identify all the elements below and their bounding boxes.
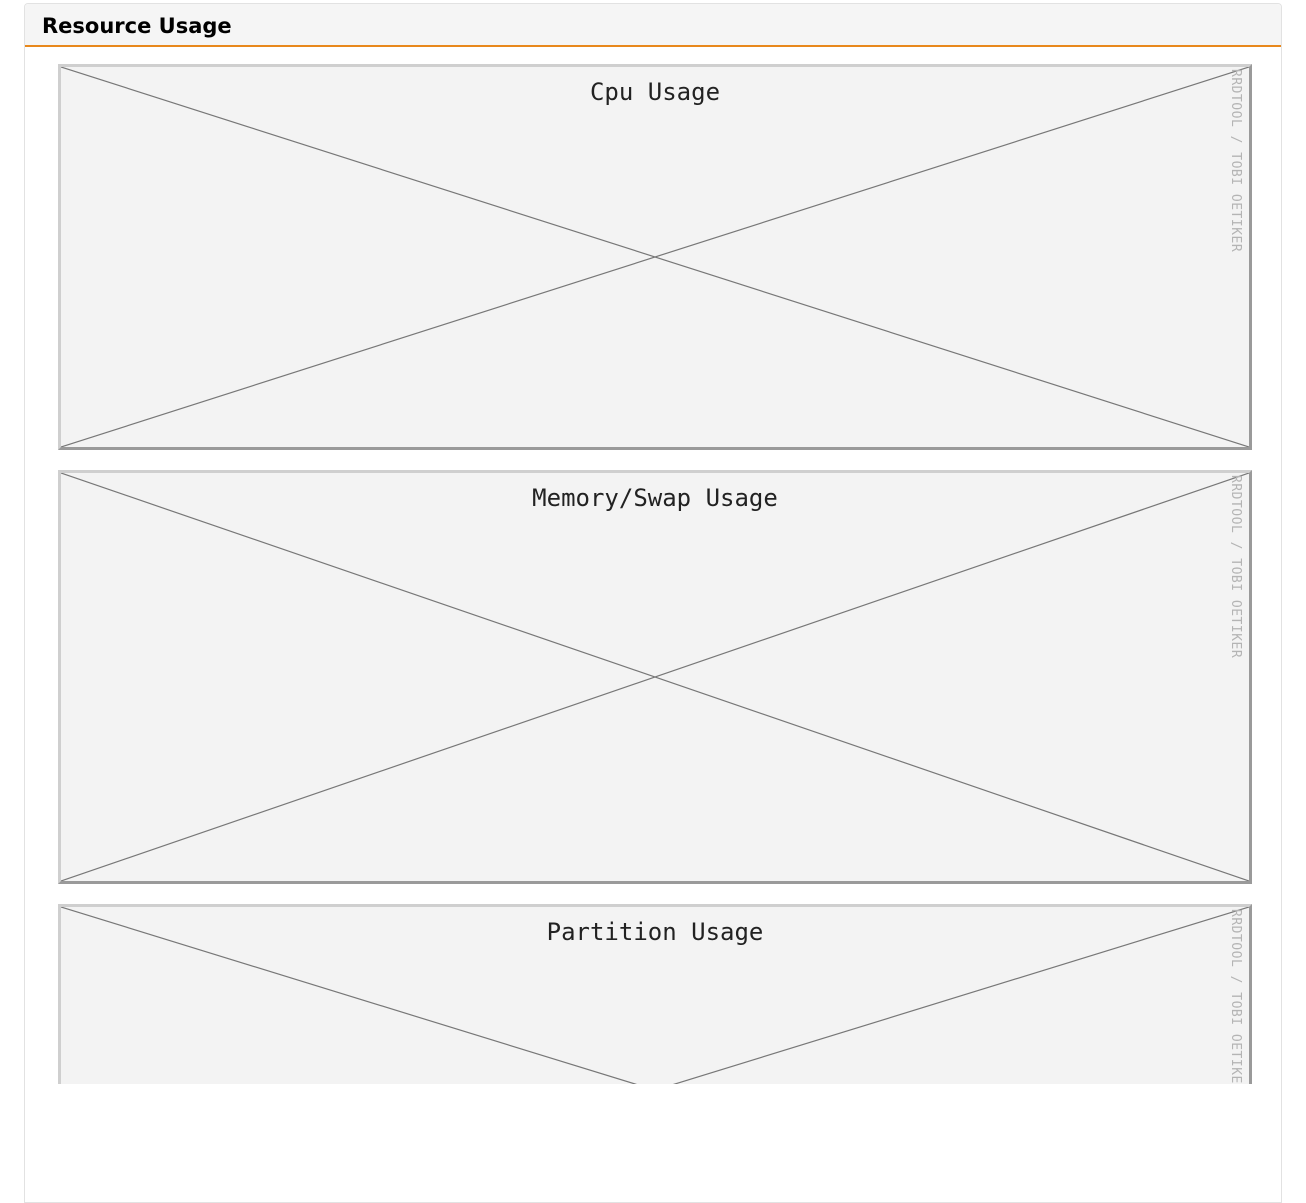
panel-header: Resource Usage [25, 4, 1281, 47]
partition-usage-graph: Partition Usage RRDTOOL / TOBI OETIKER [58, 904, 1252, 1084]
graph-title: Cpu Usage [589, 78, 721, 106]
panel-title: Resource Usage [42, 14, 232, 38]
memory-swap-usage-graph: Memory/Swap Usage RRDTOOL / TOBI OETIKER [58, 470, 1252, 884]
graph-title: Memory/Swap Usage [532, 484, 778, 512]
rrdtool-watermark: RRDTOOL / TOBI OETIKER [1228, 475, 1243, 659]
rrdtool-watermark: RRDTOOL / TOBI OETIKER [1228, 69, 1243, 253]
broken-image-placeholder [61, 907, 1249, 1084]
broken-image-placeholder [61, 67, 1249, 447]
cpu-usage-graph: Cpu Usage RRDTOOL / TOBI OETIKER [58, 64, 1252, 450]
rrdtool-watermark: RRDTOOL / TOBI OETIKER [1228, 909, 1243, 1084]
broken-image-placeholder [61, 473, 1249, 881]
graph-title: Partition Usage [546, 918, 764, 946]
